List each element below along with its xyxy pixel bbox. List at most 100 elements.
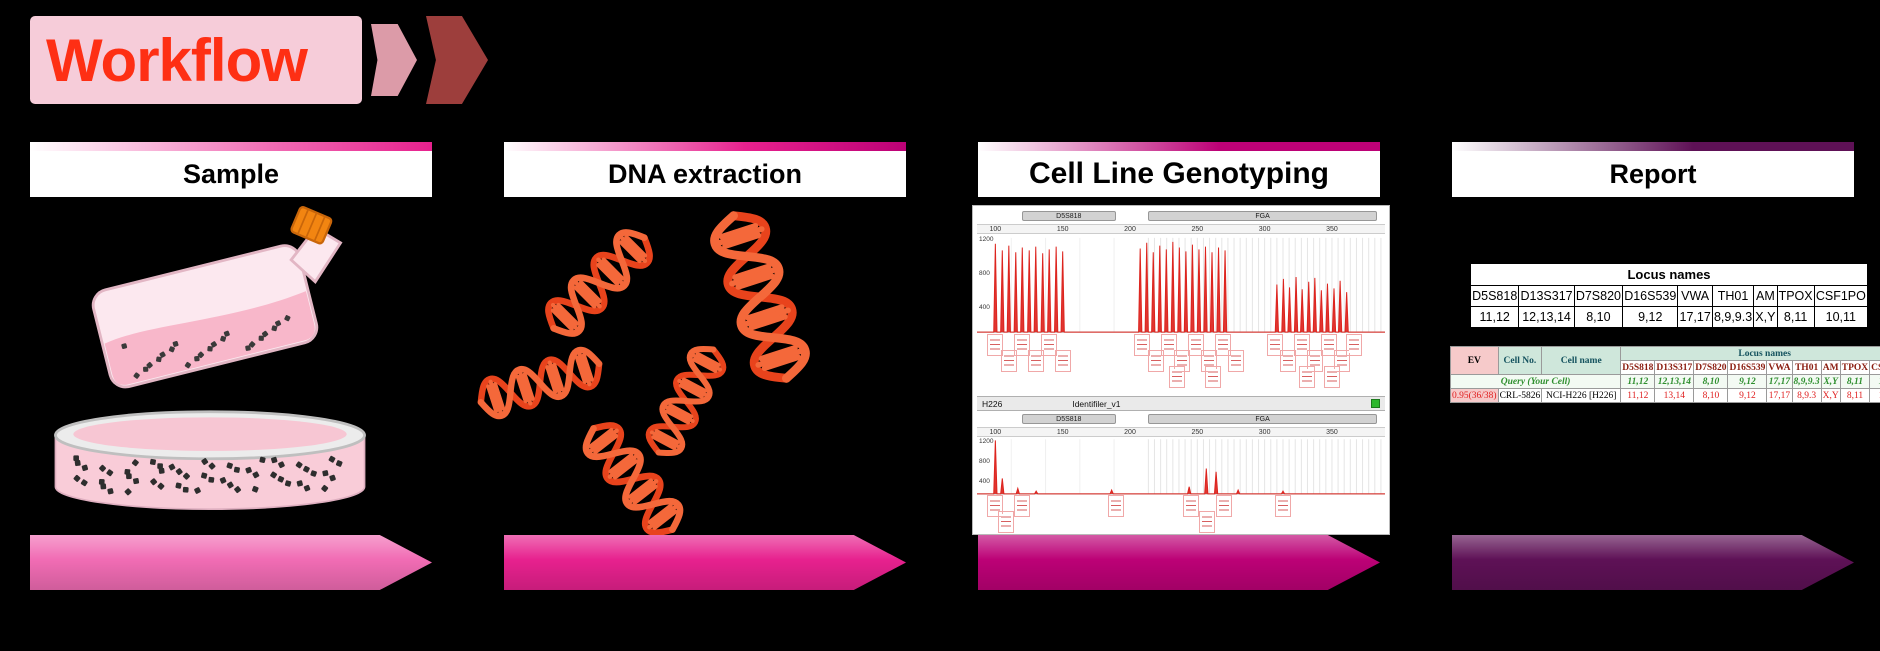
column-sample: Sample — [30, 142, 432, 590]
size-tick-label: 100 — [989, 429, 1002, 436]
allele-callout-box — [1134, 334, 1151, 356]
locus-name: TPOX — [1776, 285, 1815, 307]
flow-arrow-genotyping — [978, 535, 1380, 590]
size-tick-label: 300 — [1258, 429, 1271, 436]
size-tick-label: 350 — [1326, 226, 1338, 233]
flask-cap — [290, 206, 333, 245]
match-allele: 8,9.3 — [1791, 388, 1822, 403]
locus-value: 8,9,9.3 — [1711, 306, 1755, 328]
header-stripe — [978, 142, 1380, 151]
match-allele: 8,10 — [1693, 388, 1729, 403]
query-allele: 8,9,9.3 — [1791, 374, 1822, 389]
dna-helix-icon — [526, 210, 672, 356]
column-dna-extraction: DNA extraction — [504, 142, 906, 590]
query-allele: 8,10 — [1693, 374, 1729, 389]
size-tick-label: 250 — [1191, 226, 1204, 233]
workflow-columns: Sample — [30, 142, 1880, 590]
marker-label-fga: FGA — [1148, 414, 1377, 424]
locus-name: TPOX — [1839, 360, 1871, 375]
locus-name: VWA — [1766, 360, 1793, 375]
allele-callout-box — [1280, 350, 1297, 372]
cell-no-header: Cell No. — [1497, 346, 1543, 375]
sample-name: H226 — [982, 398, 1003, 409]
locus-value: 8,11 — [1776, 306, 1815, 328]
sample-info-bar: H226 Identifiler_v1 — [977, 396, 1385, 411]
str-peak-trace — [977, 242, 1385, 332]
match-allele: 17,17 — [1766, 388, 1793, 403]
flow-arrow-dna-extraction — [504, 535, 906, 590]
header-stripe — [30, 142, 432, 151]
allele-callout-box — [1107, 495, 1124, 517]
header-stripe — [1452, 142, 1854, 151]
query-allele: X,Y — [1820, 374, 1841, 389]
allele-callout-box — [1041, 334, 1058, 356]
locus-value: 12,13,14 — [1518, 306, 1575, 328]
match-table-header-row: EV Cell No. Cell name Locus names — [1450, 346, 1880, 375]
match-allele: X,Y — [1820, 388, 1841, 403]
query-allele: 10,11 — [1869, 374, 1880, 389]
locus-name: CSF1PO — [1813, 285, 1869, 307]
report-header-label: Report — [1609, 158, 1697, 189]
allele-callout-box — [1161, 334, 1177, 356]
locus-name: D5S818 — [1620, 360, 1656, 375]
query-label: Query (Your Cell) — [1449, 374, 1622, 389]
locus-name: D7S820 — [1573, 285, 1624, 307]
size-tick-label: 350 — [1326, 429, 1338, 436]
dna-extraction-header: DNA extraction — [504, 142, 906, 197]
sample-content — [30, 197, 432, 529]
allele-callout-box — [1168, 366, 1185, 388]
sample-header-label: Sample — [182, 158, 280, 189]
size-tick-label: 250 — [1191, 429, 1204, 436]
panel-name: Identifiler_v1 — [1072, 398, 1121, 409]
allele-callout-box — [1299, 366, 1316, 388]
locus-value: 10,11 — [1813, 306, 1869, 328]
allele-callout-box — [987, 334, 1004, 356]
allele-callout-box — [1266, 334, 1283, 356]
allele-callout-box — [1147, 350, 1164, 372]
match-allele: 11,12 — [1620, 388, 1656, 403]
allele-callout-box — [1323, 366, 1340, 388]
flow-arrow-report — [1452, 535, 1854, 590]
ev-score: 0.95(36/38) — [1450, 388, 1499, 403]
locus-name: TH01 — [1711, 285, 1755, 307]
allele-callout-box — [1183, 495, 1200, 517]
title-banner: Workflow — [30, 14, 488, 106]
locus-name: AM — [1820, 360, 1841, 375]
allele-callout-box — [1320, 334, 1337, 356]
allele-callout-box — [1199, 511, 1216, 533]
title-chevron-small-icon — [371, 24, 417, 96]
locus-value: 8,10 — [1573, 306, 1624, 328]
allele-callout-box — [1334, 350, 1350, 372]
locus-name: AM — [1753, 285, 1778, 307]
allele-callouts — [977, 334, 1385, 392]
locus-table-title-row: Locus names — [1470, 263, 1868, 286]
locus-name: CSF1PO — [1869, 360, 1880, 375]
size-tick-label: 100 — [989, 226, 1002, 233]
allele-callout-box — [987, 495, 1004, 517]
size-tick-label: 150 — [1056, 226, 1069, 233]
size-tick-label: 200 — [1124, 429, 1136, 436]
report-header: Report — [1452, 142, 1854, 197]
cell-name: NCI-H226 [H226] — [1541, 388, 1622, 403]
allele-callout-box — [1187, 334, 1204, 356]
locus-value: 11,12 — [1469, 306, 1520, 328]
marker-label-d5s818: D5S818 — [1021, 211, 1116, 221]
cell-number: CRL-5826 — [1497, 388, 1543, 403]
match-allele: 13,14 — [1654, 388, 1695, 403]
locus-name: D16S539 — [1727, 360, 1768, 375]
locus-value: 9,12 — [1622, 306, 1679, 328]
match-allele: 10,11 — [1869, 388, 1880, 403]
locus-name: VWA — [1677, 285, 1713, 307]
allele-callout-box — [1000, 350, 1017, 372]
allele-callout-box — [1274, 495, 1291, 517]
allele-callout-box — [1014, 334, 1031, 356]
query-allele: 8,11 — [1839, 374, 1871, 389]
